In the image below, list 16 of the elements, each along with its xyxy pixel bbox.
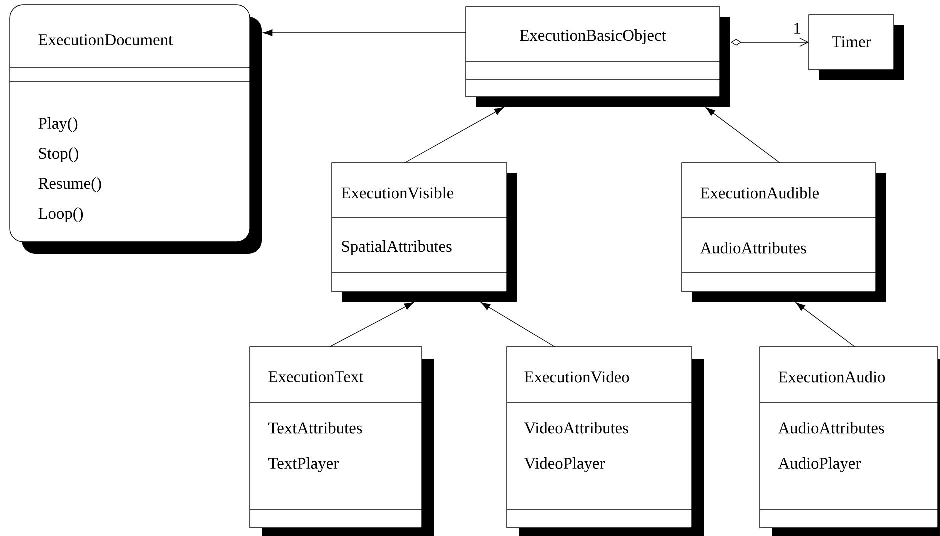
arrow: [404, 107, 504, 164]
class-box: Timer: [808, 14, 904, 80]
class-box: ExecutionBasicObject: [466, 6, 730, 107]
arrow: [330, 302, 414, 348]
arrow: [796, 302, 856, 348]
class-box: ExecutionAudible AudioAttributes: [682, 162, 886, 302]
arrow: [263, 30, 466, 36]
arrow: [706, 108, 780, 164]
arrow: [481, 302, 556, 348]
edge-label: 1: [792, 22, 803, 36]
class-box: ExecutionVideo VideoAttributes VideoPlayer: [506, 346, 704, 536]
class-box: ExecutionText TextAttributes TextPlayer: [250, 346, 434, 536]
arrow: [731, 38, 809, 48]
class-box: ExecutionVisible SpatialAttributes: [332, 162, 517, 302]
class-box: ExecutionAudio AudioAttributes AudioPlayer: [760, 346, 940, 536]
class-box: ExecutionDocument Play() Stop() Resume() Loop(): [10, 4, 262, 254]
